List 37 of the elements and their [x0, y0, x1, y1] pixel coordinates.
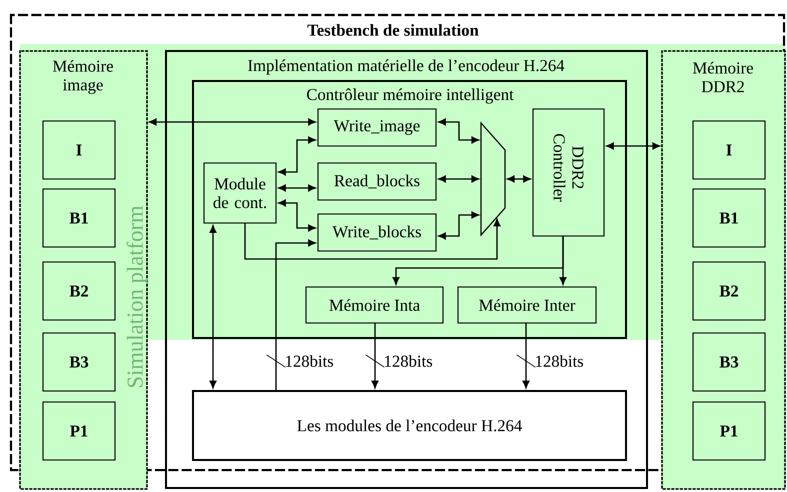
arrow: [438, 118, 479, 144]
edge-label: 128bits: [286, 355, 334, 367]
edge-label: 128bits: [536, 355, 584, 367]
memory-block: P1: [42, 401, 116, 461]
memory-block: B1: [692, 188, 766, 248]
process-box: Write_image: [317, 108, 437, 147]
process-box: Read_blocks: [317, 162, 437, 201]
memory-block: I: [692, 120, 766, 180]
controller-box: DDR2 Controller: [532, 108, 605, 237]
arrow: [560, 236, 566, 285]
memory-block: B3: [42, 332, 116, 392]
memory-block: I: [42, 120, 116, 180]
arrow: [507, 176, 531, 182]
memory-block: B2: [42, 261, 116, 321]
process-box: Module de cont.: [203, 162, 277, 224]
arrow: [149, 118, 316, 126]
arrow: [278, 184, 316, 192]
memory-block: B1: [42, 188, 116, 248]
arrow: [366, 322, 384, 388]
arrow: [516, 322, 536, 388]
arrow: [266, 240, 316, 391]
memory-block: P1: [692, 401, 766, 461]
process-box: Mémoire Inter: [457, 286, 597, 324]
arrow: [438, 212, 479, 240]
arrow: [606, 142, 660, 150]
platform-label: Simulation platform: [126, 206, 148, 388]
arrow: [278, 200, 316, 232]
arrow: [210, 225, 216, 388]
process-box: Write_blocks: [317, 213, 437, 252]
arrow: [244, 218, 500, 260]
arrow: [438, 176, 479, 182]
memory-block: B3: [692, 332, 766, 392]
edge-label: 128bits: [385, 355, 432, 367]
process-box: Mémoire Inta: [305, 286, 444, 324]
encoder-modules-box: Les modules de l’encodeur H.264: [192, 390, 628, 461]
memory-block: B2: [692, 261, 766, 321]
arrow: [278, 136, 316, 176]
